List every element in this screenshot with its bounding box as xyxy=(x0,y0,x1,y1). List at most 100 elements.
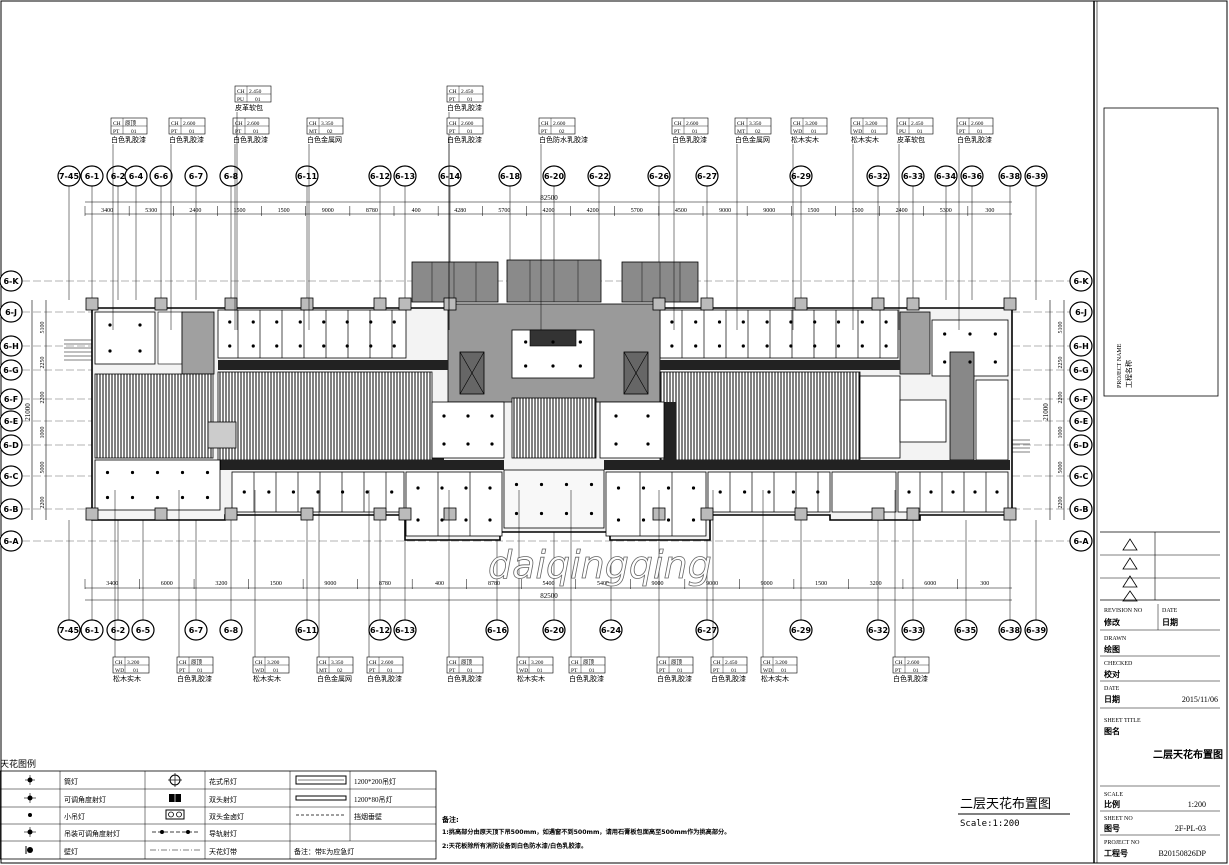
structural-columns xyxy=(85,297,1017,521)
tag-pt: PT xyxy=(449,97,456,103)
height-dim-left: 21000 xyxy=(24,403,32,421)
notes-line-1: 1:挑高部分由原天顶下吊500mm，如遇窗不到500mm，请用石膏板包面高至50… xyxy=(442,828,730,836)
grid-bubble: 6-11 xyxy=(295,619,319,641)
downlight-icon xyxy=(228,320,232,324)
grid-bubble: 6-33 xyxy=(901,165,925,187)
downlight-icon xyxy=(340,490,345,494)
tag-description: 白色乳胶漆 xyxy=(447,674,482,683)
downlight-icon xyxy=(884,344,888,348)
grid-bubble-label: 6-F xyxy=(4,395,18,404)
downlight-icon xyxy=(551,364,555,368)
downlight-icon xyxy=(765,320,769,324)
grid-bubble-label: 6-32 xyxy=(868,172,888,181)
grid-bubble-label: 6-29 xyxy=(791,626,811,635)
downlight-icon xyxy=(369,320,373,324)
grid-bubble: 6-8 xyxy=(219,165,243,187)
tag-description: 白色乳胶漆 xyxy=(111,135,146,144)
column xyxy=(1003,297,1017,311)
dimension-value: 4500 xyxy=(675,208,687,214)
dimension-value: 2250 xyxy=(40,357,46,369)
downlight-icon xyxy=(743,490,747,494)
dimension-value: 4280 xyxy=(454,208,466,214)
downlight-icon xyxy=(670,320,674,324)
tag-ch: CH xyxy=(237,89,245,95)
grid-bubble: 6-K xyxy=(1069,270,1093,292)
grid-bubble: 6-7 xyxy=(184,619,208,641)
downlight-icon xyxy=(551,340,555,344)
grid-bubble: 6-2 xyxy=(106,619,130,641)
grid-bubble: 6-39 xyxy=(1024,619,1048,641)
dimension-value: 9000 xyxy=(324,581,336,587)
downlight-icon xyxy=(691,486,696,490)
grid-bubble: 6-1 xyxy=(80,165,104,187)
column xyxy=(794,297,808,311)
downlight-icon xyxy=(291,490,296,494)
downlight-icon xyxy=(741,344,745,348)
tag-pt: PT xyxy=(171,129,178,135)
tag-description: 白色乳胶漆 xyxy=(569,674,604,683)
legend-label: 吊装可调角度射灯 xyxy=(64,829,120,838)
grid-bubble: 6-D xyxy=(0,434,23,456)
tag-ch-value: 原顶 xyxy=(125,120,137,127)
downlight-icon xyxy=(691,518,696,522)
column xyxy=(373,507,387,521)
title-block: PROJECT NAME 工程名称 REVISION NO 修改 DATE 日期… xyxy=(1100,107,1223,858)
grid-bubble: 6-F xyxy=(1069,388,1093,410)
column xyxy=(871,297,885,311)
grid-bubble-label: 6-24 xyxy=(601,626,621,635)
tag-ch: CH xyxy=(659,660,667,666)
grid-bubble-label: 6-12 xyxy=(370,172,390,181)
grid-bubble-label: 6-A xyxy=(3,537,19,546)
sheet-no-cn: 图号 xyxy=(1104,824,1120,833)
revision-triangle-icon xyxy=(1122,575,1138,588)
notes-line-2: 2:天花板除所有消防设备到白色防水漆/白色乳胶漆。 xyxy=(442,842,587,850)
wood-slat-ceiling-centerleft xyxy=(217,371,433,461)
downlight-icon xyxy=(365,490,369,494)
downlight-icon xyxy=(155,470,160,475)
grid-bubble: 6-29 xyxy=(789,165,813,187)
sheet-title-label: SHEET TITLE xyxy=(1104,718,1141,724)
tag-pt: WD xyxy=(793,129,802,135)
column xyxy=(700,297,714,311)
grid-bubble: 6-11 xyxy=(295,165,319,187)
hanging-spotlight-icon xyxy=(24,827,36,837)
grid-bubble: 6-12 xyxy=(368,619,392,641)
column xyxy=(85,507,99,521)
ceiling-legend: 天花图例 筒灯 可调角度射灯 小吊灯 吊装可调角度射灯 壁灯 花式吊灯 双头射灯 xyxy=(0,758,437,860)
column xyxy=(1003,507,1017,521)
downlight-icon xyxy=(251,320,255,324)
grid-bubble-label: 6-32 xyxy=(868,626,888,635)
grid-bubble-label: 6-J xyxy=(1075,308,1087,317)
soffit-band-upper xyxy=(218,360,448,370)
tag-ch: CH xyxy=(674,121,682,127)
sheet-title-cn: 图名 xyxy=(1104,726,1120,736)
grid-bubble-label: 6-13 xyxy=(395,172,415,181)
grid-bubble: 6-14 xyxy=(438,165,462,187)
downlight-icon xyxy=(741,320,745,324)
downlight-icon xyxy=(275,320,279,324)
wall-lamp-icon xyxy=(25,846,33,854)
legend-label: 可调角度射灯 xyxy=(64,795,106,804)
tag-ch-value: 2.600 xyxy=(553,121,566,127)
downlight-icon xyxy=(514,482,519,487)
grid-bubble: 6-7 xyxy=(184,165,208,187)
column xyxy=(443,507,457,521)
grid-bubble-label: 6-2 xyxy=(111,626,125,635)
dimension-value: 8780 xyxy=(379,581,391,587)
downlight-icon xyxy=(973,490,977,494)
tag-ch: CH xyxy=(519,660,527,666)
grid-bubble-label: 6-16 xyxy=(487,626,507,635)
tag-ch-value: 3.200 xyxy=(865,121,878,127)
grid-bubble-label: 6-B xyxy=(1074,505,1089,514)
grid-bubble-label: 6-7 xyxy=(189,626,203,635)
soffit-band-lower xyxy=(218,460,504,470)
downlight-icon xyxy=(943,332,947,336)
revision-triangle-icon xyxy=(1122,557,1138,570)
tag-pt: PU xyxy=(237,97,244,103)
column xyxy=(398,297,412,311)
downlight-icon xyxy=(929,490,933,494)
dimension-value: 6000 xyxy=(924,581,936,587)
